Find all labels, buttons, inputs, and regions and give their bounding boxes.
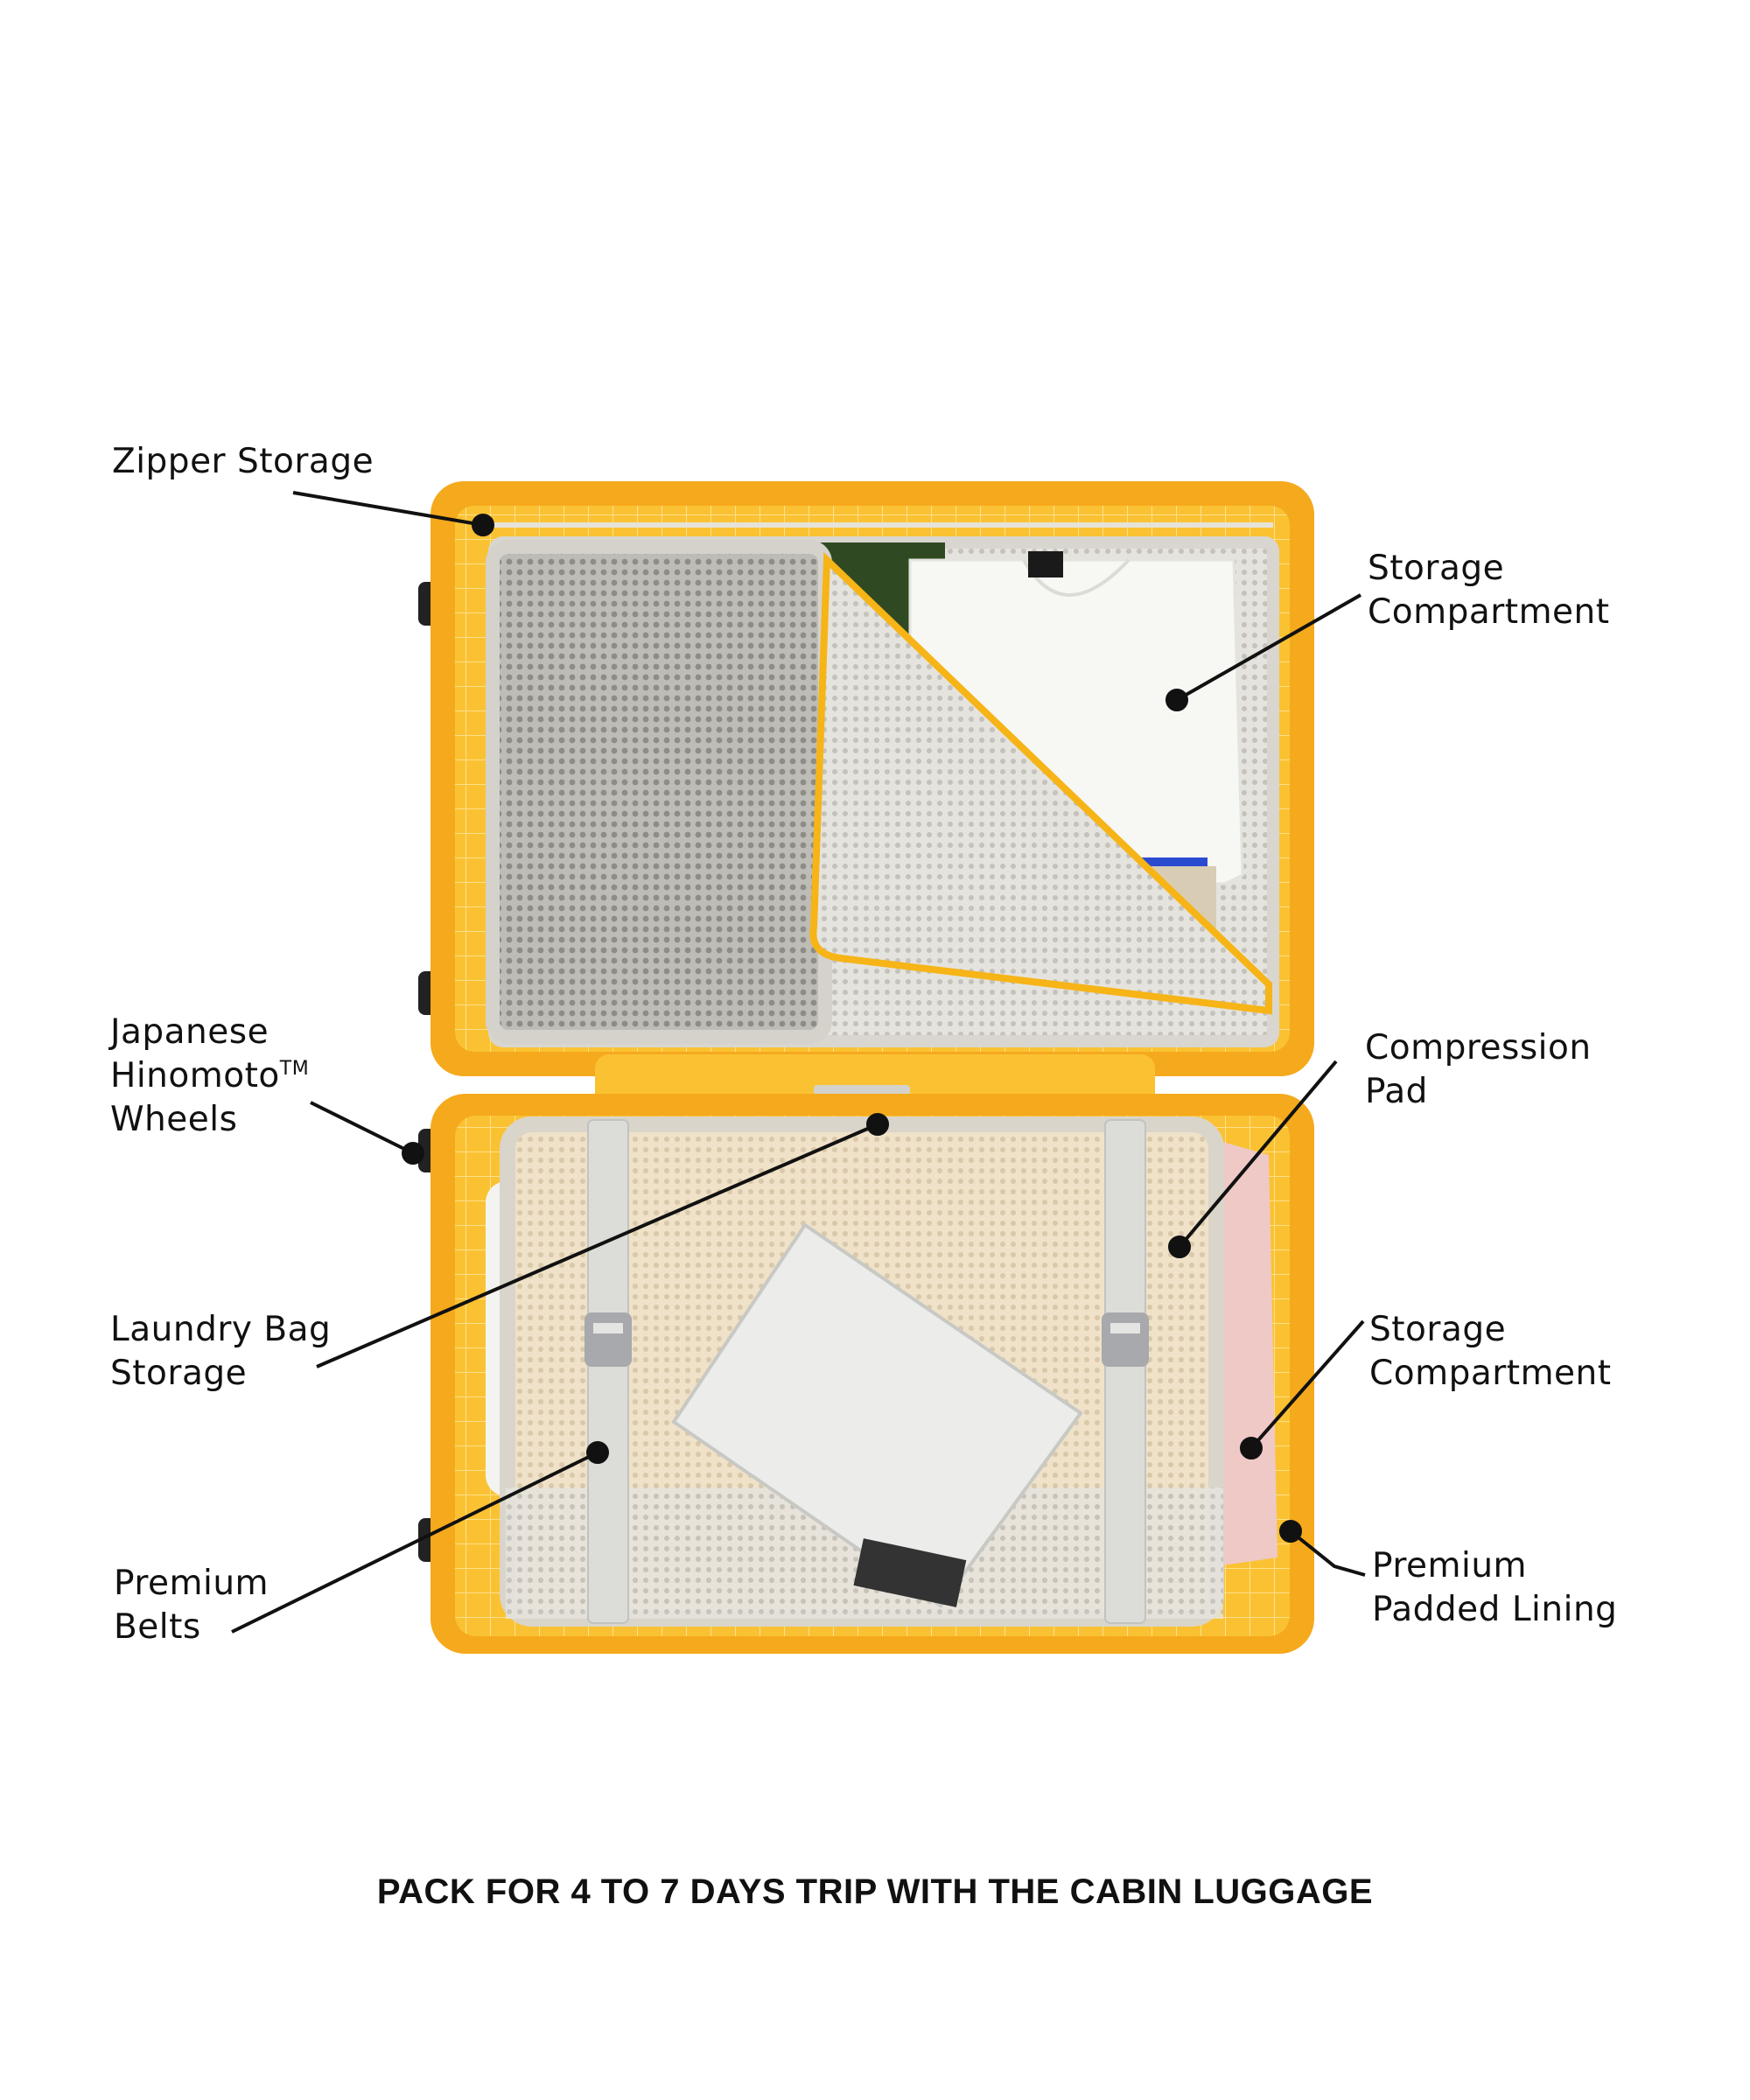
label-laundry-bag-storage-line2: Storage bbox=[110, 1354, 248, 1393]
label-zipper-storage: Zipper Storage bbox=[112, 440, 374, 484]
label-premium-belts-line1: Premium bbox=[114, 1564, 270, 1603]
label-storage-compartment-top-line1: Storage bbox=[1368, 549, 1505, 588]
label-compression-pad-line1: Compression bbox=[1365, 1028, 1592, 1068]
label-premium-padded-lining-line1: Premium bbox=[1372, 1546, 1528, 1586]
label-storage-compartment-top-line2: Compartment bbox=[1368, 592, 1610, 632]
top-shell bbox=[430, 481, 1314, 1076]
label-premium-padded-lining-line2: Padded Lining bbox=[1372, 1590, 1618, 1629]
label-japanese-wheels-brand: Hinomoto bbox=[110, 1056, 280, 1096]
label-zipper-storage-line1: Zipper Storage bbox=[112, 442, 374, 481]
label-compression-pad: Compression Pad bbox=[1365, 1026, 1592, 1114]
label-premium-belts-line2: Belts bbox=[114, 1607, 201, 1647]
label-storage-compartment-bottom: Storage Compartment bbox=[1369, 1308, 1612, 1396]
label-japanese-wheels-line2: HinomotoTM bbox=[110, 1054, 309, 1098]
label-storage-compartment-bottom-line2: Compartment bbox=[1369, 1354, 1612, 1393]
label-laundry-bag-storage: Laundry Bag Storage bbox=[110, 1308, 331, 1396]
page-caption: PACK FOR 4 TO 7 DAYS TRIP WITH THE CABIN… bbox=[376, 1872, 1374, 1911]
label-japanese-wheels-line1: Japanese bbox=[110, 1012, 270, 1052]
label-laundry-bag-storage-line1: Laundry Bag bbox=[110, 1310, 332, 1349]
label-storage-compartment-top: Storage Compartment bbox=[1368, 547, 1610, 634]
buckle-icon bbox=[584, 1312, 1149, 1367]
label-premium-belts: Premium Belts bbox=[114, 1562, 269, 1649]
label-japanese-wheels-line3: Wheels bbox=[110, 1100, 238, 1139]
trademark-mark: TM bbox=[279, 1058, 310, 1080]
label-premium-padded-lining: Premium Padded Lining bbox=[1372, 1544, 1617, 1632]
label-japanese-wheels: Japanese HinomotoTM Wheels bbox=[110, 1011, 309, 1142]
leader-lines bbox=[231, 491, 1366, 1634]
label-storage-compartment-bottom-line1: Storage bbox=[1369, 1310, 1507, 1349]
bottom-shell bbox=[430, 1094, 1314, 1654]
label-compression-pad-line2: Pad bbox=[1365, 1072, 1428, 1111]
